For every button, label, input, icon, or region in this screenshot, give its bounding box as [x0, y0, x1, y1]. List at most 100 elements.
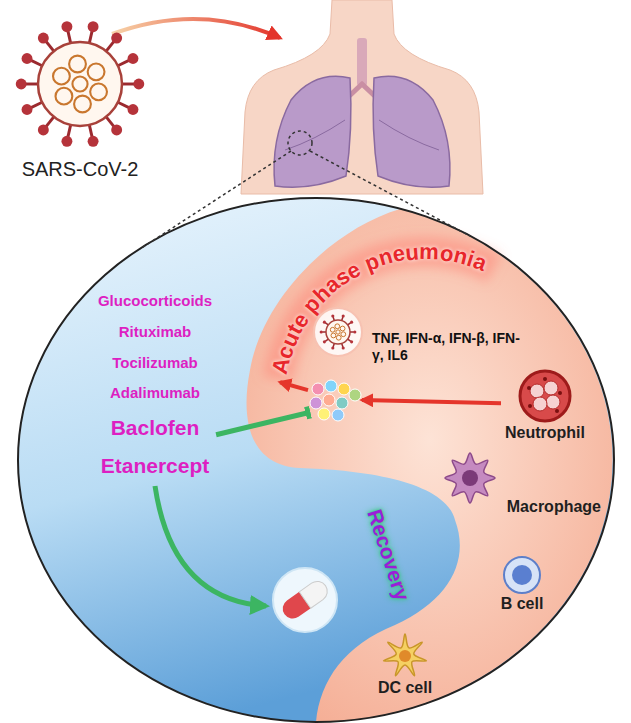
cell-label: Macrophage	[507, 498, 601, 516]
virus-spike-head	[350, 340, 353, 343]
diagram-node: SARS-CoV-2	[6, 18, 154, 183]
cell-label: Neutrophil	[505, 424, 585, 442]
virus-envelope	[326, 320, 350, 344]
virus-spike-head	[111, 125, 122, 136]
cytokine-cluster	[308, 378, 362, 422]
infection-arrow	[112, 19, 280, 38]
dendritic-cell	[384, 634, 427, 676]
virus-spike-head	[22, 53, 33, 64]
b-cell-nucleus	[512, 565, 532, 585]
cytokine-dot	[338, 383, 350, 395]
virus-rna	[330, 327, 335, 332]
drug-name: Adalimumab	[110, 384, 200, 403]
diagram-node: Acute phase pneumonia	[262, 232, 512, 392]
cytokine-dot	[323, 394, 335, 406]
virus-rna	[331, 333, 336, 338]
drug-name: Baclofen	[111, 415, 200, 441]
virus-rna	[72, 76, 87, 91]
neutrophil-nucleus-lobe	[546, 395, 560, 409]
arrow-connector	[362, 400, 501, 403]
zoom-line	[310, 151, 470, 236]
cytokine-dot	[310, 397, 322, 409]
virus-spike-head	[111, 33, 122, 44]
virus-rna	[53, 68, 70, 85]
virus-spike-head	[88, 21, 99, 32]
cytokine-dot	[332, 409, 344, 421]
neutrophil-granule	[527, 386, 531, 390]
virus-illustration	[16, 21, 145, 147]
virus-rna	[88, 63, 105, 80]
dendritic-nucleus	[399, 650, 411, 662]
virus-rna	[56, 88, 73, 105]
cytokine-dot	[312, 383, 324, 395]
virus-rna	[336, 330, 340, 334]
virus-spike-head	[61, 21, 72, 32]
diagram-node: GlucocorticoidsRituximabTocilizumabAdali…	[94, 282, 216, 490]
drug-name: Etanercept	[101, 453, 210, 479]
neutrophil-granule	[558, 391, 562, 395]
diagram-node: Recovery	[362, 506, 414, 603]
neutrophil-granule	[528, 404, 532, 408]
left-lung	[274, 76, 351, 187]
virus-spike-head	[22, 104, 33, 115]
zoom-circle	[288, 131, 312, 155]
drug-name: Glucocorticoids	[98, 292, 212, 311]
diagram-node: TNF, IFN-α, IFN-β, IFN-γ, IL6	[308, 378, 362, 422]
pink-half	[247, 209, 613, 722]
virus-halo	[314, 308, 362, 356]
virus-spike-head	[331, 346, 334, 349]
cell-icon	[381, 633, 429, 679]
recovery-title: Recovery	[362, 506, 414, 603]
virus-spike-head	[342, 314, 345, 317]
circle-border	[18, 198, 614, 722]
torso	[241, 0, 483, 194]
pill-white-half	[299, 577, 331, 608]
cell-icon	[502, 555, 542, 595]
virus-spike-head	[323, 340, 326, 343]
cell-label: DC cell	[378, 679, 432, 697]
recovery-arrow	[155, 486, 266, 606]
curved-letter: m	[419, 239, 439, 266]
virus-spike-head	[128, 104, 139, 115]
virus-rna	[335, 324, 340, 329]
virus-rna	[336, 335, 341, 340]
virus-spike-head	[88, 136, 99, 147]
pill-circle	[273, 568, 337, 632]
virus-spike-head	[133, 79, 144, 90]
lung-lobe-lines	[285, 120, 439, 150]
blue-half	[18, 198, 614, 722]
drug-name: Rituximab	[119, 323, 192, 342]
virus-envelope	[38, 42, 122, 126]
cell-icon	[440, 450, 500, 506]
diagram-node: Macrophage	[440, 450, 605, 520]
virus-rna	[90, 83, 107, 100]
trachea	[357, 38, 367, 86]
virus-spike-head	[61, 136, 72, 147]
zoom-line	[140, 151, 291, 249]
node-label: SARS-CoV-2	[22, 158, 139, 181]
pill	[279, 577, 331, 622]
cytokine-dot	[318, 408, 330, 420]
virus-rna	[74, 96, 91, 113]
virus-rna	[340, 326, 345, 331]
virus-spike-head	[38, 33, 49, 44]
virus-spike-head	[331, 314, 334, 317]
virus-illustration	[320, 314, 357, 349]
virus-spike-head	[38, 125, 49, 136]
neutrophil-granule	[543, 377, 547, 381]
curved-title: Acute phase pneumonia	[262, 232, 512, 392]
right-lung	[373, 76, 450, 187]
cytokine-list: TNF, IFN-α, IFN-β, IFN-γ, IL6	[372, 330, 530, 364]
cell-label: B cell	[501, 595, 544, 613]
diagram-node: B cell	[497, 555, 548, 613]
cytokine-dot	[325, 380, 337, 392]
cytokine-dot	[349, 389, 361, 401]
virus-rna	[341, 332, 346, 337]
cytokine-dot	[336, 397, 348, 409]
virus-spike-head	[350, 321, 353, 324]
virus-spike-head	[128, 53, 139, 64]
macrophage-cell	[445, 453, 495, 503]
drug-name: Tocilizumab	[112, 354, 198, 373]
inhibition-connector	[216, 413, 308, 435]
